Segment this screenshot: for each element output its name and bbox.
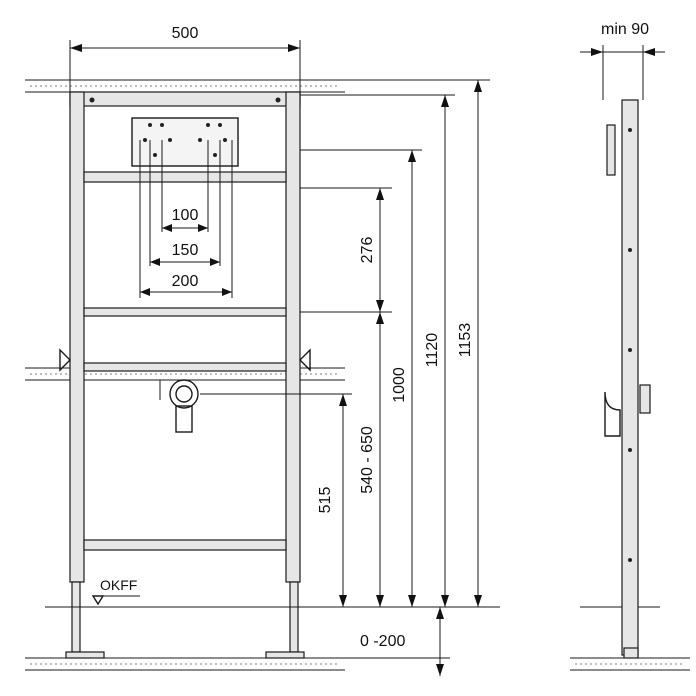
dim-0-200 (300, 607, 450, 676)
label-1120: 1120 (424, 333, 441, 368)
dim-540-650 (300, 311, 392, 607)
mounting-plate (131, 117, 239, 167)
frame-side-view (580, 45, 665, 659)
drain-pipe (159, 379, 199, 433)
label-515: 515 (317, 487, 334, 514)
label-150: 150 (172, 242, 199, 259)
label-200: 200 (172, 273, 199, 290)
dim-1120 (300, 94, 455, 607)
frame-front-view (59, 91, 311, 659)
label-100: 100 (172, 207, 199, 224)
label-276: 276 (359, 237, 376, 264)
dim-inner-spacings (139, 140, 233, 298)
dim-1000 (300, 149, 422, 607)
floor-band (25, 657, 690, 671)
label-0-200: 0 -200 (360, 633, 405, 650)
top-wall-band (25, 79, 345, 93)
label-okff: OKFF (100, 577, 137, 593)
dim-1153 (345, 79, 490, 607)
label-1000: 1000 (391, 367, 408, 403)
label-540-650: 540 - 650 (359, 426, 376, 494)
dim-276 (300, 187, 392, 313)
dim-515 (200, 393, 352, 607)
label-1153: 1153 (457, 323, 474, 358)
floor-reference-line (45, 595, 660, 608)
label-min-90: min 90 (601, 21, 649, 38)
label-500: 500 (172, 25, 199, 42)
dim-width-500 (69, 40, 301, 92)
